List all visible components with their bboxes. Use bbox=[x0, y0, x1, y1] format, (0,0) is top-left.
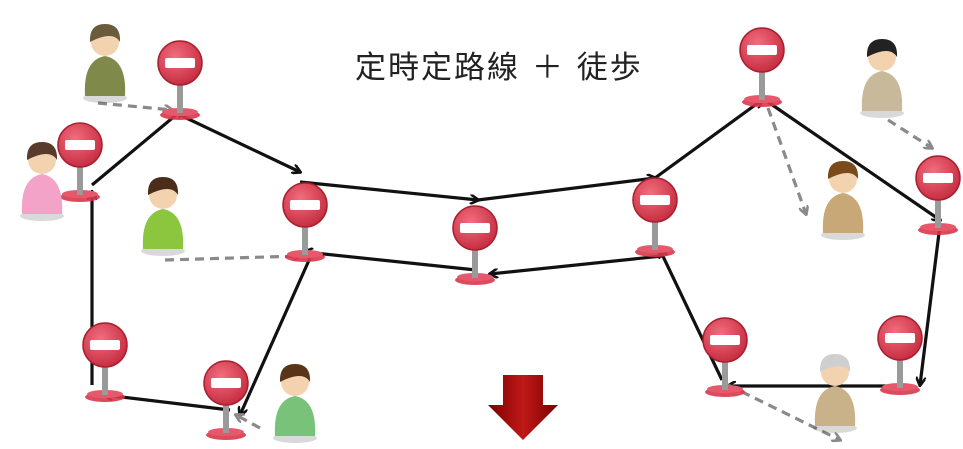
route-arrow-8 bbox=[660, 250, 724, 381]
girl-green-dress-person-icon bbox=[141, 177, 185, 256]
boy-green-shirt-person-icon bbox=[273, 364, 317, 443]
route-arrow-14 bbox=[90, 110, 182, 187]
bus-stop-6-icon bbox=[739, 27, 785, 107]
walk-arrow-3 bbox=[236, 415, 261, 430]
bus-stop-11-icon bbox=[203, 360, 249, 440]
route-arrow-4 bbox=[654, 100, 762, 180]
route-arrow-6 bbox=[920, 224, 942, 385]
bus-stop-3-icon bbox=[282, 182, 328, 262]
walk-arrow-5 bbox=[766, 107, 806, 214]
bus-stop-9-icon bbox=[702, 317, 748, 397]
route-arrow-3 bbox=[477, 178, 655, 202]
route-arrow-11 bbox=[240, 257, 312, 415]
route-arrow-10 bbox=[305, 252, 477, 272]
bus-stop-5-icon bbox=[632, 177, 678, 257]
route-arrow-9 bbox=[490, 254, 663, 274]
route-arrow-2 bbox=[299, 180, 478, 200]
walk-arrow-1 bbox=[97, 101, 172, 110]
diagram-title: 定時定路線 ＋ 徒歩 bbox=[355, 50, 643, 86]
bus-stop-8-icon bbox=[877, 315, 923, 395]
walk-arrow-2 bbox=[164, 256, 300, 262]
bus-stop-4-icon bbox=[452, 205, 498, 285]
schoolgirl-uniform-person-icon bbox=[821, 161, 865, 240]
elderly-man-with-cane-person-icon bbox=[83, 24, 127, 103]
elderly-woman-kimono-person-icon bbox=[813, 354, 857, 433]
girl-pink-shirt-person-icon bbox=[20, 142, 64, 221]
walk-arrow-4 bbox=[887, 118, 932, 148]
walk-arrow-6 bbox=[727, 383, 840, 440]
bus-stop-10-icon bbox=[82, 322, 128, 402]
bus-stop-1-icon bbox=[157, 40, 203, 120]
down-arrow-icon bbox=[488, 375, 558, 440]
bus-stop-2-icon bbox=[57, 122, 103, 202]
route-arrow-12 bbox=[105, 395, 231, 412]
route-arrow-1 bbox=[179, 113, 300, 172]
route-arrow-5 bbox=[767, 100, 940, 220]
businessman-person-icon bbox=[860, 39, 904, 118]
bus-stop-7-icon bbox=[915, 155, 961, 235]
